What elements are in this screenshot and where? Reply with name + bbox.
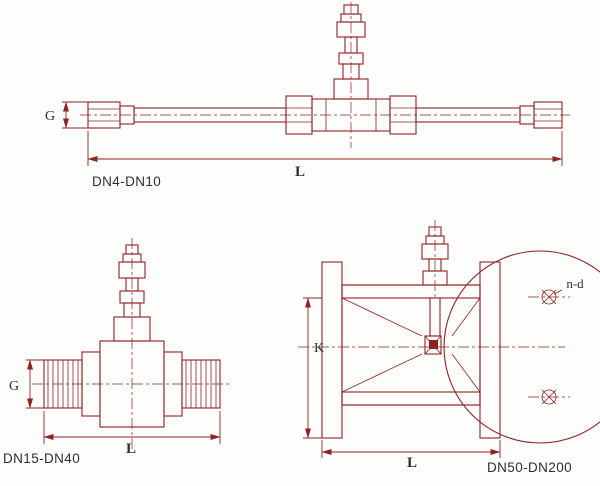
bolt-hole-bottom [528, 389, 570, 405]
bolt-hole-top [528, 289, 570, 305]
sensor-assembly [421, 226, 449, 286]
sensor-assembly [333, 4, 369, 100]
meter-body-section [321, 261, 501, 439]
bolt-label-leader [553, 289, 563, 295]
bolt-circle-detail: n-d [443, 250, 600, 444]
dim-label-k: K [314, 341, 324, 356]
dim-label-l-top: L [295, 164, 305, 180]
flange-right [479, 261, 501, 439]
meter-body [87, 95, 563, 135]
dim-label-g-top: G [45, 109, 55, 124]
drawing-dn15-dn40: G L DN15-DN40 [3, 238, 232, 466]
dimension-l: L [43, 411, 221, 457]
internal-venturi [341, 297, 481, 393]
dim-label-l-mid: L [126, 441, 136, 457]
thread-lines-right [185, 360, 217, 408]
centerlines [32, 238, 232, 452]
dimension-k: K [303, 297, 324, 439]
bolt-pattern-label: n-d [566, 276, 584, 291]
meter-body [43, 340, 221, 428]
centerlines [298, 220, 565, 348]
caption-dn50-dn200: DN50-DN200 [487, 460, 572, 475]
dimension-l: L [87, 131, 563, 180]
dimension-l: L [321, 440, 501, 471]
sensor-assembly [113, 244, 151, 342]
drawing-dn50-dn200: K L n-d DN50-D [298, 220, 600, 475]
dim-label-l-right: L [407, 455, 417, 471]
centerlines [80, 2, 570, 148]
drawing-dn4-dn10: G L DN4-DN10 [45, 2, 570, 189]
dimension-g: G [9, 359, 44, 409]
dimension-g: G [45, 101, 90, 129]
thread-lines-left [47, 360, 79, 408]
caption-dn15-dn40: DN15-DN40 [3, 451, 80, 466]
caption-dn4-dn10: DN4-DN10 [92, 174, 161, 189]
dim-label-g-mid: G [9, 379, 19, 394]
flange-left [321, 261, 343, 439]
